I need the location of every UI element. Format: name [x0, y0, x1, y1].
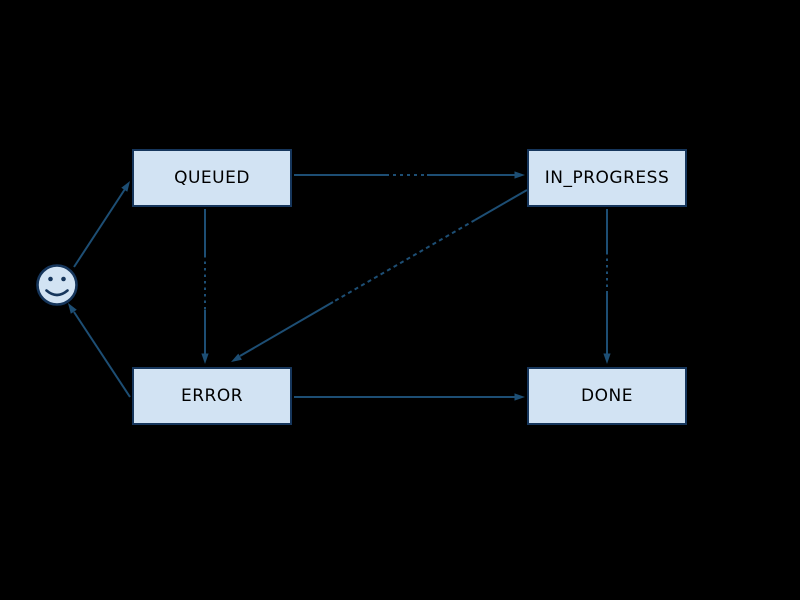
arrowhead-icon — [603, 353, 611, 364]
edge-error-to-done — [294, 393, 525, 401]
arrowhead-icon — [68, 303, 77, 314]
state-node-label: ERROR — [180, 386, 244, 406]
arrowhead-icon — [201, 353, 209, 364]
smiley-right-eye — [61, 276, 66, 282]
edge-in-progress-to-done — [603, 209, 611, 364]
state-node-error: ERROR — [132, 367, 292, 425]
edge-queued-to-error — [201, 209, 209, 364]
state-node-label: DONE — [581, 386, 633, 406]
state-node-label: IN_PROGRESS — [544, 168, 670, 188]
smiley-mouth — [45, 289, 69, 297]
edge-queued-to-in-progress — [294, 171, 525, 179]
smiley-left-eye — [48, 276, 53, 282]
smiley-face-icon — [36, 264, 78, 306]
state-node-in-progress: IN_PROGRESS — [527, 149, 687, 207]
state-node-label: QUEUED — [174, 168, 250, 188]
state-node-done: DONE — [527, 367, 687, 425]
arrowhead-icon — [514, 393, 525, 401]
arrowhead-icon — [231, 353, 242, 362]
state-node-queued: QUEUED — [132, 149, 292, 207]
edge-start-to-queued — [73, 181, 130, 268]
hidden-label-gap — [332, 219, 476, 303]
arrowhead-icon — [121, 181, 130, 192]
edge-error-to-start — [68, 303, 131, 398]
edge-in-progress-to-error — [231, 189, 528, 362]
arrowhead-icon — [514, 171, 525, 179]
